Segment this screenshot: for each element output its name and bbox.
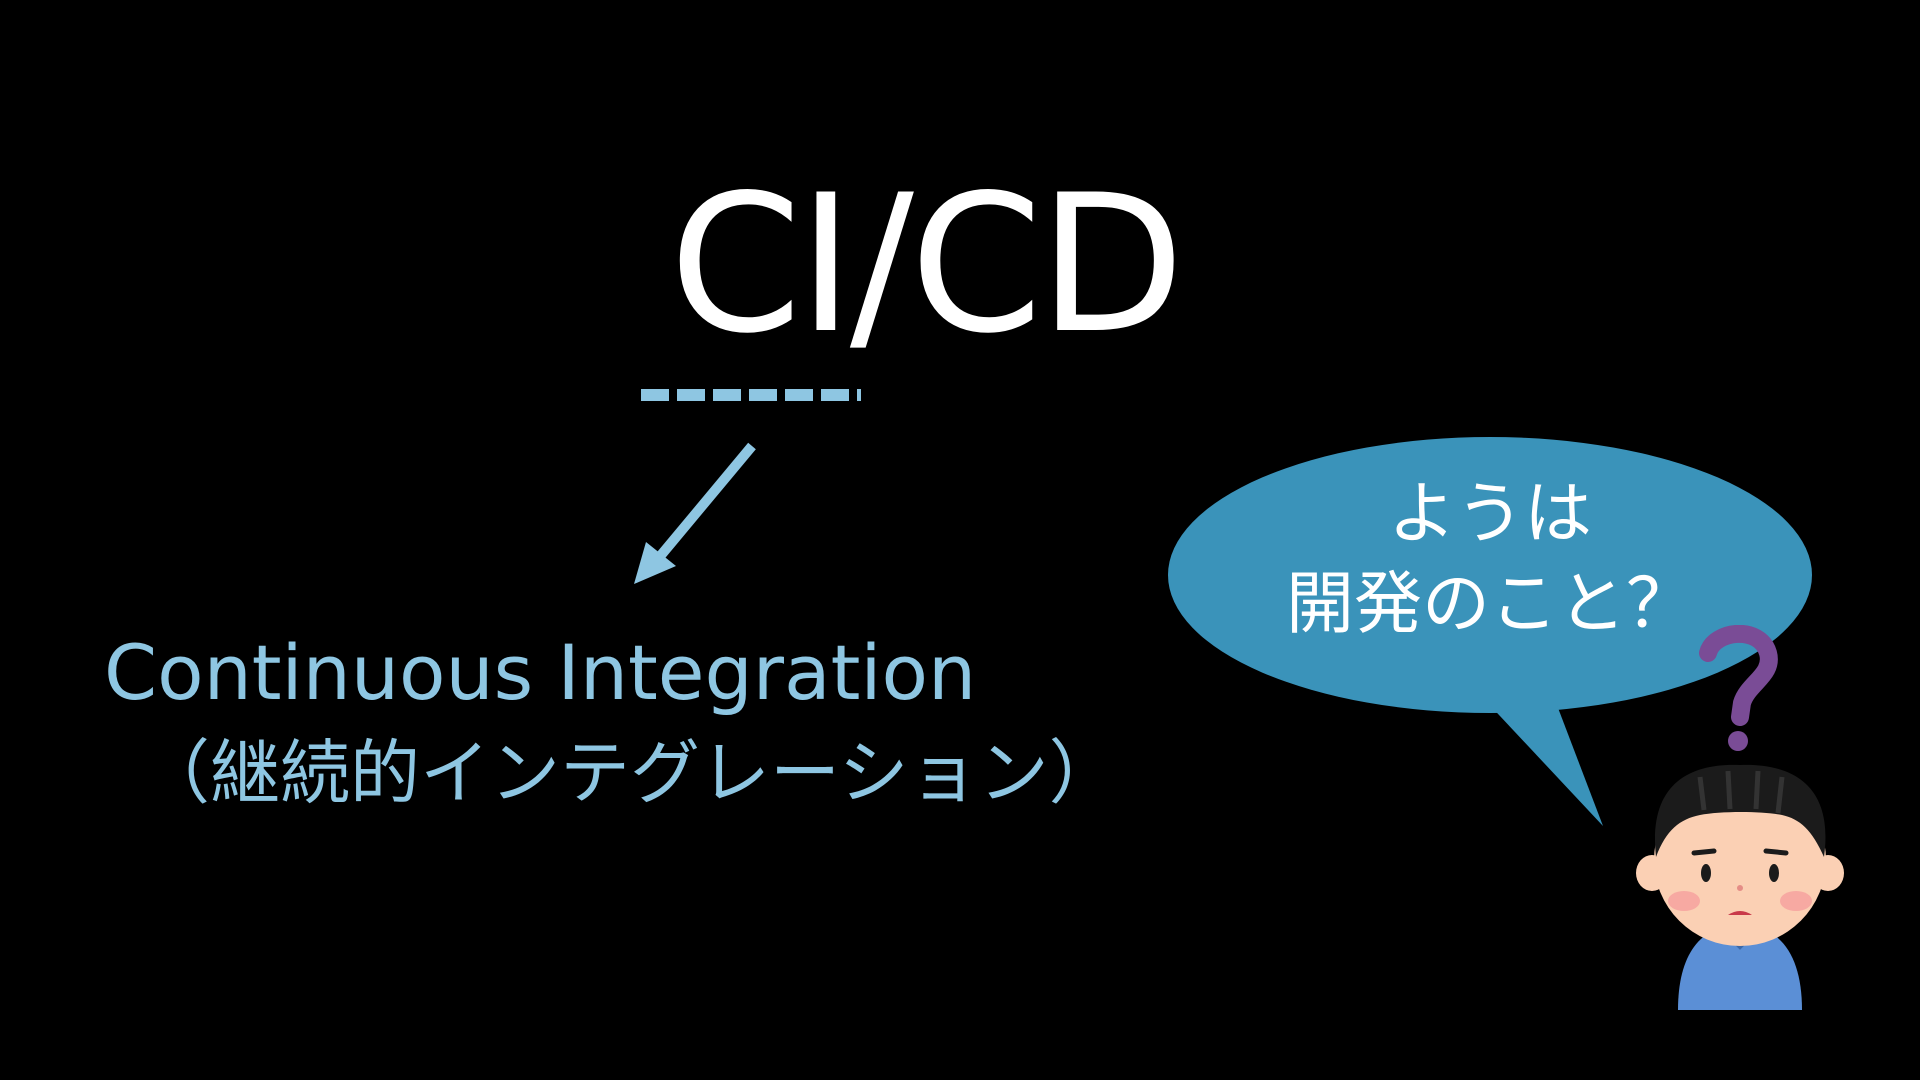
slide-title: CI/CD (669, 154, 1185, 375)
speech-line-2: 開発のこと？ (1285, 565, 1694, 644)
confused-person-icon (1636, 625, 1844, 1010)
term-japanese: （継続的インテグレーション） (140, 732, 1119, 814)
speech-line-1: ようは (1387, 475, 1592, 554)
speech-bubble-icon (1168, 437, 1812, 826)
arrow-down-left-icon (634, 442, 756, 584)
question-mark-icon (1699, 625, 1778, 751)
term-english: Continuous Integration (104, 628, 977, 717)
ci-dashed-underline (641, 389, 861, 401)
speech-text: ようは 開発のこと？ (1240, 470, 1740, 650)
